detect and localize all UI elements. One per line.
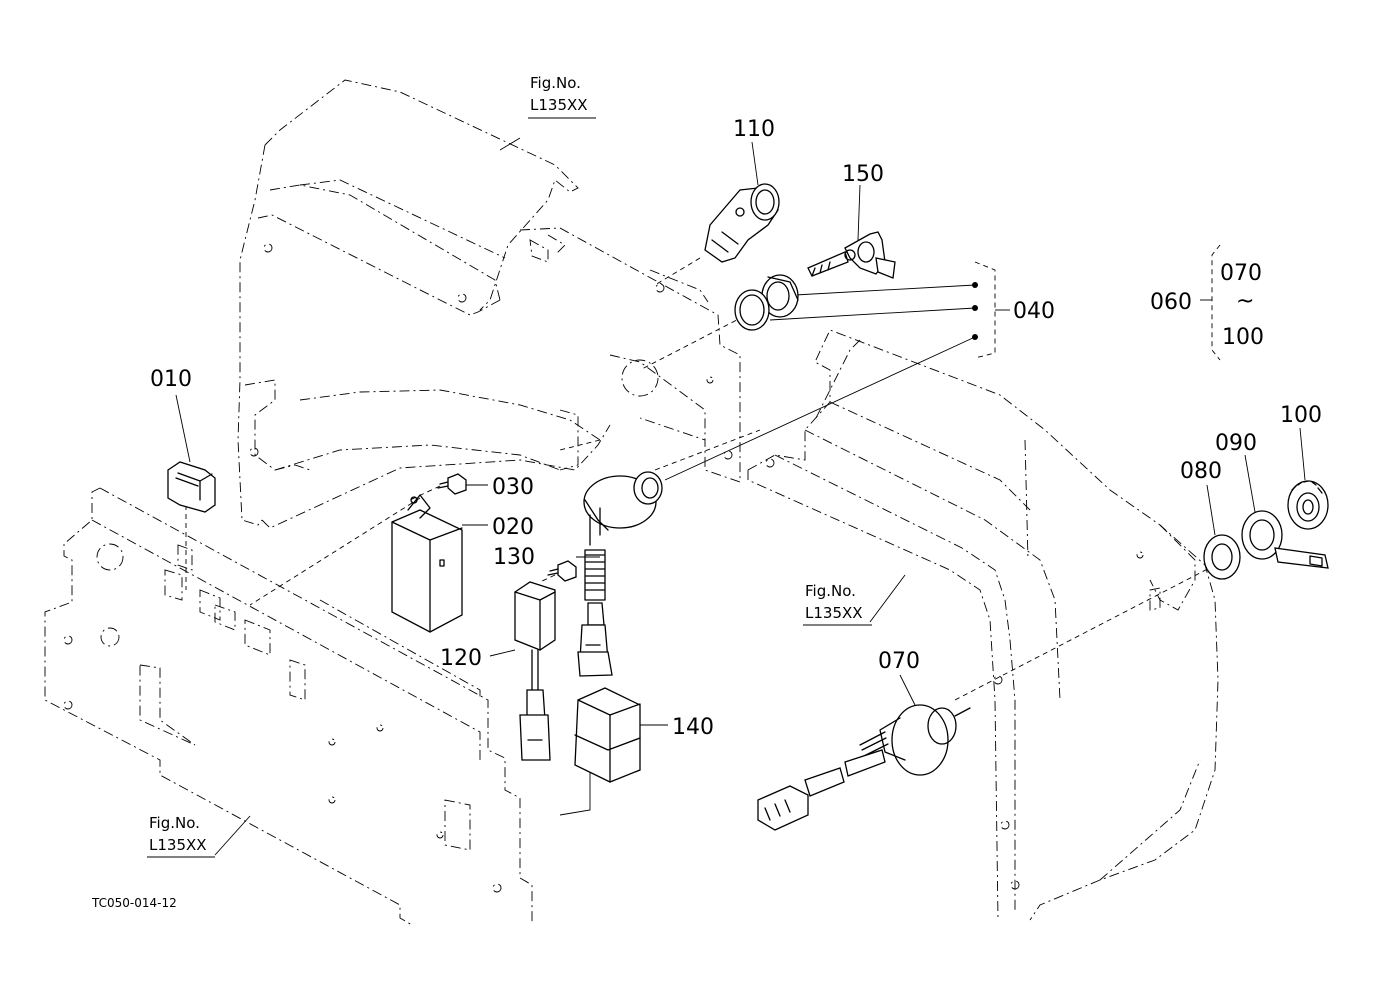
fig-ref-left[interactable]: Fig.No. L135XX [147,814,215,858]
label-020: 020 [492,515,534,540]
part-030-screw[interactable] [437,473,467,495]
part-010-relay[interactable] [167,461,216,513]
part-040-key-switch[interactable] [577,471,663,677]
label-120: 120 [440,646,482,671]
fig-ref-left-line1: Fig.No. [149,814,200,832]
range-from-070: 070 [1220,261,1262,286]
part-120-module[interactable] [514,581,556,761]
part-100-cap[interactable] [1287,480,1329,530]
dash-panel-outline [44,487,533,926]
label-040: 040 [1013,299,1055,324]
part-080-ring[interactable] [1203,534,1241,580]
callout-leaders [175,137,1306,856]
label-030: 030 [492,475,534,500]
bracket-060 [1200,244,1221,361]
range-label-060: 060 [1150,290,1192,315]
range-to-100: 100 [1222,325,1264,350]
label-080: 080 [1180,459,1222,484]
fig-ref-right[interactable]: Fig.No. L135XX [803,582,872,626]
fig-ref-top-line1: Fig.No. [530,74,581,92]
label-140: 140 [672,715,714,740]
label-090: 090 [1215,431,1257,456]
part-070-sender[interactable] [757,704,971,831]
label-100: 100 [1280,403,1322,428]
fig-ref-right-line1: Fig.No. [805,582,856,600]
label-010: 010 [150,367,192,392]
label-150: 150 [842,162,884,187]
part-140-relay[interactable] [574,687,641,783]
part-130-screw[interactable] [547,560,577,582]
fig-ref-top[interactable]: Fig.No. L135XX [528,74,596,119]
part-020-unit[interactable] [391,494,463,633]
cowl-outline [237,79,741,529]
part-110-socket[interactable] [704,183,780,263]
hood-outline [747,329,1219,921]
fig-ref-left-line2: L135XX [149,836,207,854]
part-040-bezel[interactable] [734,274,799,331]
drawing-code: TC050-014-12 [91,896,177,910]
part-150-keys[interactable] [807,231,896,279]
range-separator: ~ [1236,289,1254,314]
bracket-040 [972,261,1010,359]
label-110: 110 [733,117,775,142]
label-130: 130 [493,545,535,570]
fig-ref-top-line2: L135XX [530,96,588,114]
fig-ref-right-line2: L135XX [805,604,863,622]
part-090-knob[interactable] [1241,510,1329,569]
label-070: 070 [878,649,920,674]
